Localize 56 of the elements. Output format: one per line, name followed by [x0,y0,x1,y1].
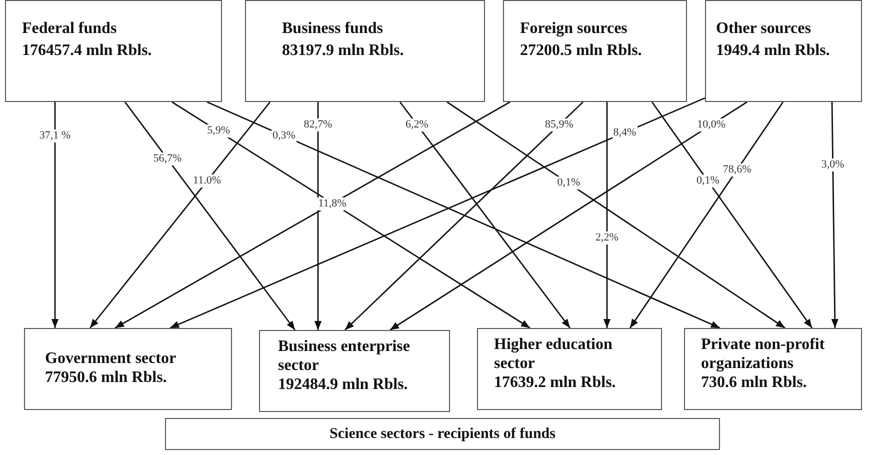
arrow [89,102,271,328]
arrow [831,102,838,328]
amount-text: 17639.2 mln Rbls. [494,373,617,392]
amount-text: 176457.4 mln Rbls. [22,41,153,60]
arrow [399,102,571,328]
heading: Foreign sources [520,19,628,38]
arrow [446,101,786,329]
heading: Government sector [45,349,178,368]
amount-text: 77950.6 mln Rbls. [45,368,168,387]
edge-label: 0,3% [271,129,296,142]
edge-label: 8,4% [612,126,638,139]
sector-box [503,0,687,102]
sector-box [259,330,450,412]
edge-label: 11,8% [317,197,348,210]
heading: Business funds [282,19,384,38]
edge-label: 0,1% [556,176,582,190]
arrow [172,101,530,329]
heading: Science sectors - recipients of funds [328,425,556,444]
sector-box [245,0,485,102]
edge-label: 0,1% [696,174,720,188]
sector-box [477,328,662,410]
amount-text: 27200.5 mln Rbls. [520,41,643,60]
edge-label: 37,1 % [38,129,72,142]
sector-box [24,328,232,410]
edge-label: 85,9% [544,118,574,132]
arrow [651,102,813,328]
arrow [314,102,322,330]
arrow [124,102,296,330]
heading: Higher education sector [494,335,614,373]
arrow [114,101,510,329]
edge-label: 3,0% [820,158,846,172]
amount-text: 83197.9 mln Rbls. [282,41,405,60]
sector-box [5,0,222,102]
arrow [390,101,748,331]
arrow [629,102,784,328]
sector-box [684,328,862,410]
edge-label: 6,2% [404,118,430,132]
edge-label: 10,0% [696,118,726,132]
caption-band [165,418,720,450]
amount-text: 1949.4 mln Rbls. [716,41,831,60]
heading: Other sources [716,19,812,38]
edge-label: 56,7% [152,152,183,166]
edge-label: 78,6% [722,163,752,176]
arrow [51,102,59,328]
edge-label: 5,9% [206,124,231,138]
edge-label: 11.0% [192,174,222,188]
amount-text: 192484.9 mln Rbls. [278,375,409,394]
sector-box [705,0,862,102]
heading: Federal funds [22,19,118,38]
arrow [603,102,611,328]
edge-label: 2,2% [594,231,620,244]
amount-text: 730.6 mln Rbls. [701,373,808,392]
heading: Private non-profit organizations [701,335,826,373]
arrow [344,102,584,330]
edge-label: 82,7% [302,118,334,132]
heading: Business enterprise sector [278,337,411,375]
